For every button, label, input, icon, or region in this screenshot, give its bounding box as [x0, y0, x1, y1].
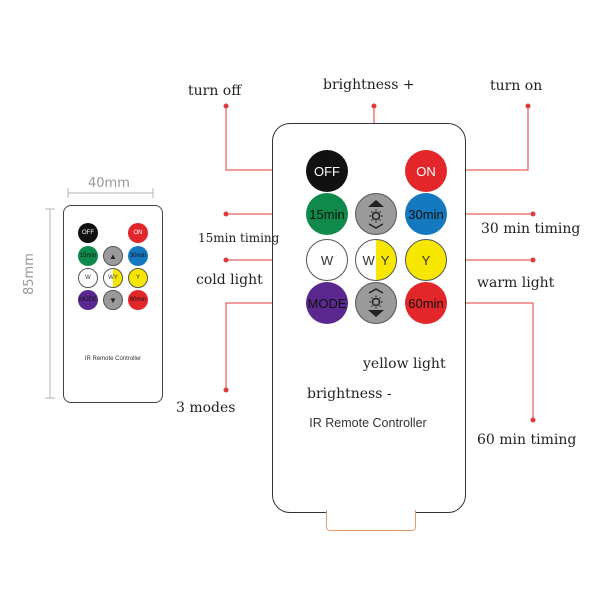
label-3-modes: 3 modes [176, 400, 236, 416]
leader-turn-on [447, 106, 529, 171]
small-wy-w-label: W [108, 275, 114, 281]
label-cold-light: cold light [196, 272, 263, 288]
on-button[interactable]: ON [405, 150, 447, 192]
brightness-up-icon: ▲ [109, 251, 117, 261]
small-on-button[interactable]: ON [128, 223, 148, 243]
small-15min-button[interactable]: 15min [78, 246, 98, 266]
15min-button[interactable]: 15min [306, 193, 348, 235]
small-mode-button[interactable]: MODE [78, 290, 98, 310]
30min-button[interactable]: 30min [405, 193, 447, 235]
small-white-button[interactable]: W [78, 268, 98, 288]
small-wy-y-label: Y [113, 275, 118, 281]
label-15min-timing: 15min timing [198, 231, 280, 245]
60min-button[interactable]: 60min [405, 282, 447, 324]
off-button[interactable]: OFF [306, 150, 348, 192]
mode-button[interactable]: MODE [306, 282, 348, 324]
brightness-up-icon [368, 200, 384, 229]
label-turn-on: turn on [490, 78, 543, 94]
small-30min-button[interactable]: 30min [128, 246, 148, 266]
brightness-down-button[interactable] [355, 282, 397, 324]
leader-dots [223, 103, 536, 423]
wy-y-label: Y [380, 252, 390, 268]
label-yellow-light: yellow light [363, 356, 446, 372]
yellow-button[interactable]: Y [405, 239, 447, 281]
small-yellow-button[interactable]: Y [128, 268, 148, 288]
brightness-down-icon: ▼ [109, 295, 117, 305]
label-turn-off: turn off [188, 83, 242, 99]
leader-60min [447, 302, 534, 420]
label-brightness-plus: brightness + [323, 77, 415, 93]
small-off-button[interactable]: OFF [78, 223, 98, 243]
remote-caption: IR Remote Controller [309, 416, 427, 430]
label-30min-timing: 30 min timing [481, 221, 581, 237]
label-brightness-minus: brightness - [307, 386, 392, 402]
remote-tab [326, 510, 416, 531]
brightness-down-icon [368, 288, 384, 317]
wy-w-label: W [362, 252, 375, 268]
label-warm-light: warm light [477, 275, 555, 291]
small-brightness-down-button[interactable]: ▼ [103, 290, 123, 310]
height-dimension-label: 85mm [22, 253, 37, 295]
small-remote-caption: IR Remote Controller [84, 356, 142, 362]
small-60min-button[interactable]: 60min [128, 290, 148, 310]
width-dimension-label: 40mm [88, 176, 130, 191]
white-button[interactable]: W [306, 239, 348, 281]
small-brightness-up-button[interactable]: ▲ [103, 246, 123, 266]
label-60min-timing: 60 min timing [477, 432, 577, 448]
brightness-up-button[interactable] [355, 193, 397, 235]
